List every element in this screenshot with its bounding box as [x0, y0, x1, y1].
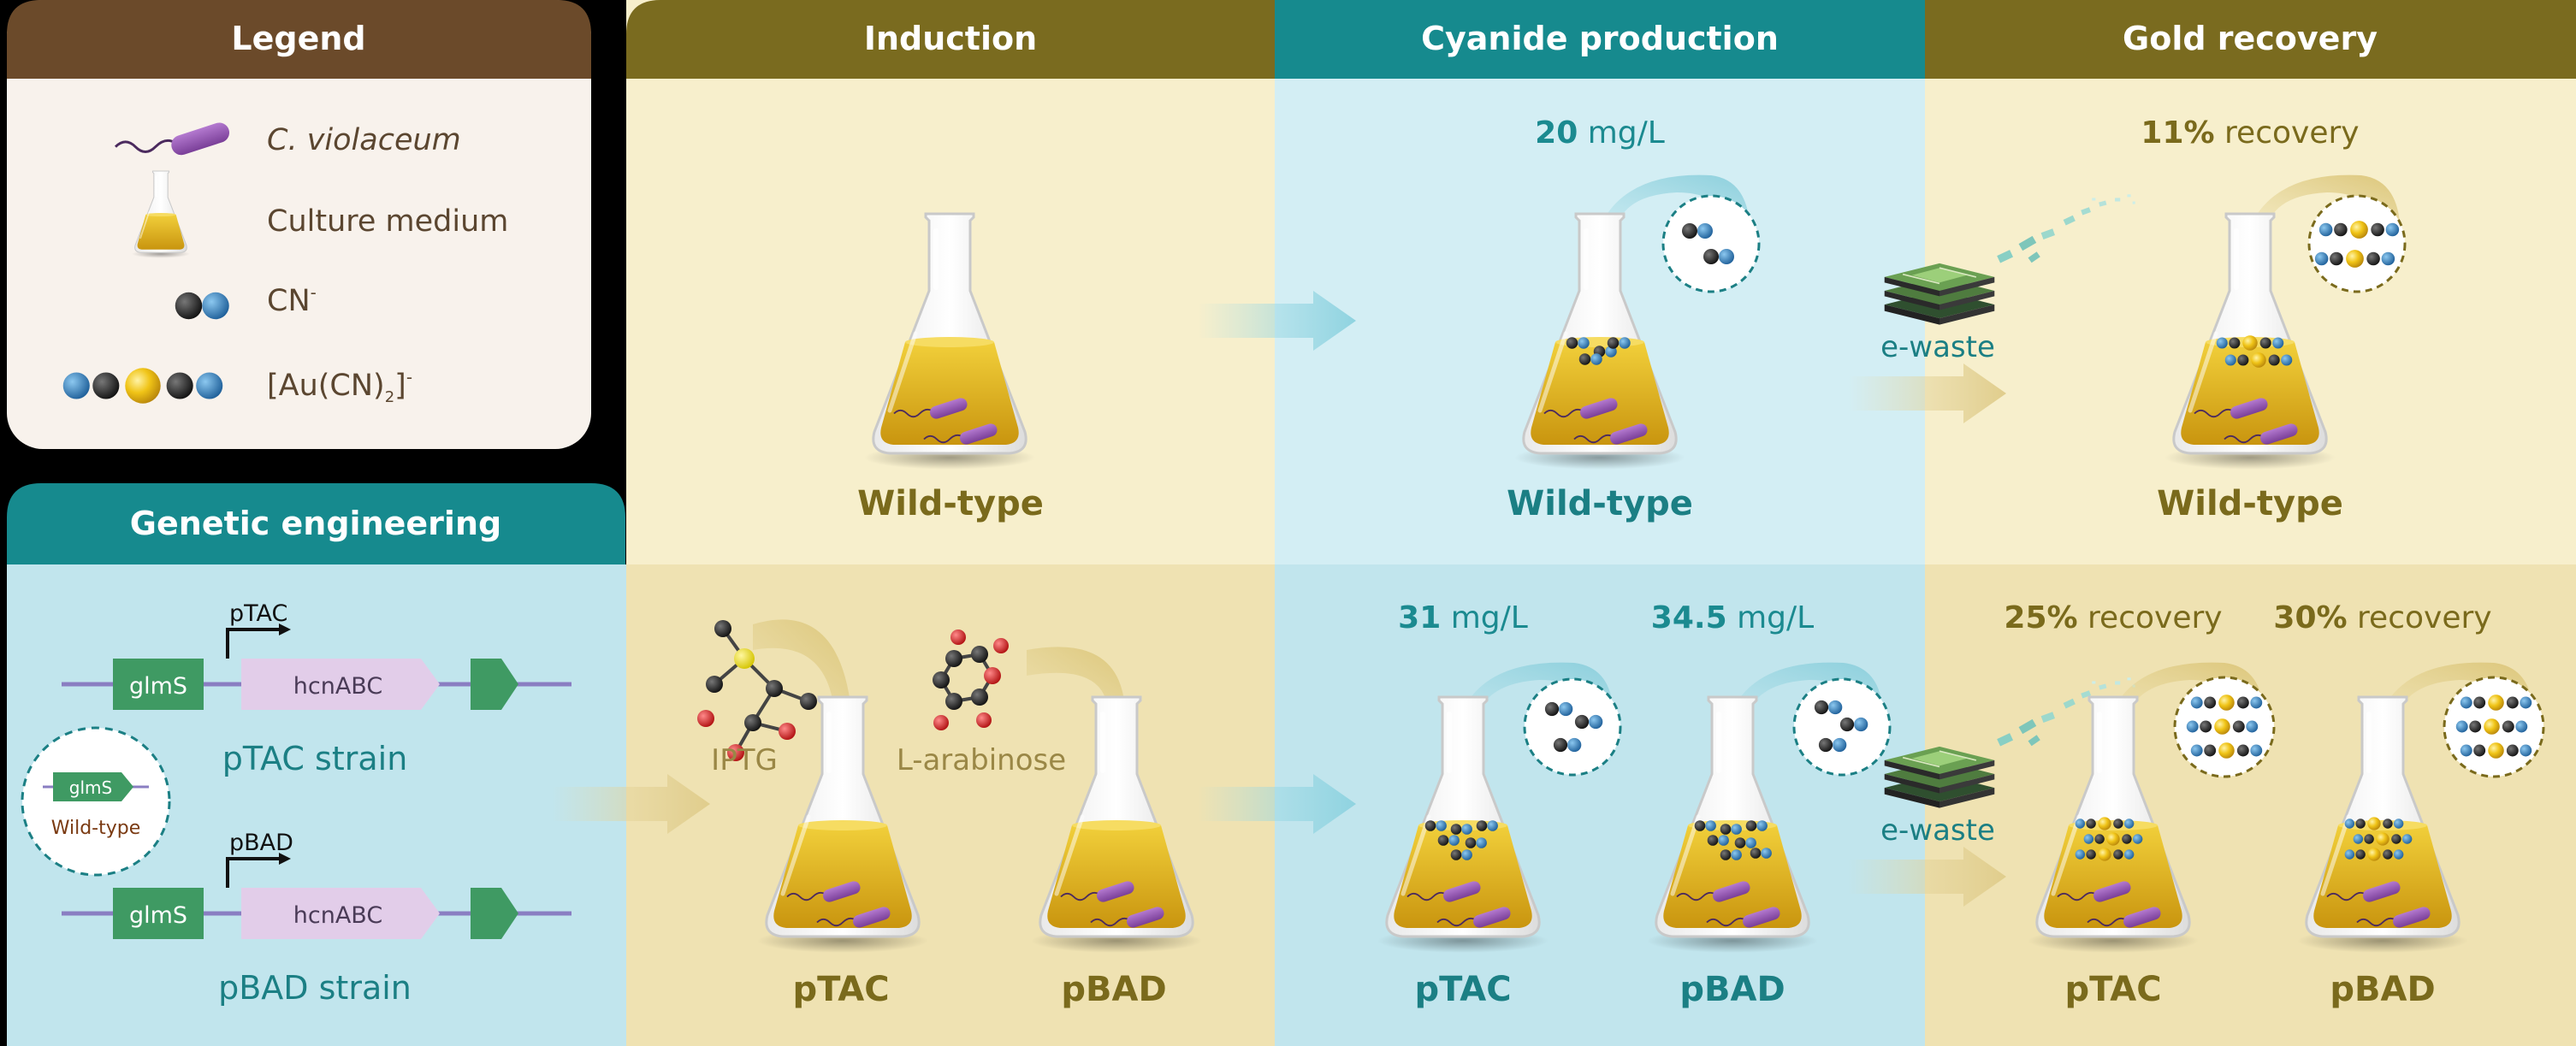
gold-pbad-label: pBAD	[2330, 970, 2435, 1009]
induction-ptac-label: pTAC	[792, 970, 889, 1009]
strain-pbad-label: pBAD strain	[218, 969, 412, 1007]
induction-header	[626, 0, 1275, 79]
induction-pbad-label: pBAD	[1061, 970, 1166, 1009]
genetic-title: Genetic engineering	[130, 505, 501, 542]
gene-hcnabc-pbad-label: hcnABC	[293, 902, 382, 929]
arrow-cyanide-to-gold-bottom	[1848, 847, 2006, 907]
legend-medium-label: Culture medium	[267, 204, 508, 239]
cyanide-wildtype-plume	[1600, 174, 1750, 227]
legend-bg	[7, 0, 591, 449]
strain-ptac-label: pTAC strain	[222, 740, 408, 777]
cyanide-ptac-zoom	[1523, 677, 1622, 777]
column-headers: Induction Cyanide production Gold recove…	[626, 0, 2576, 79]
induction-title: Induction	[864, 20, 1037, 57]
promoter-pbad-arrow	[226, 857, 279, 888]
legend-cn-label: CN-	[267, 282, 317, 318]
wildtype-inset-label: Wild-type	[51, 818, 141, 839]
promoter-pbad-label: pBAD	[229, 830, 293, 856]
wildtype-gene-label: glmS	[69, 777, 112, 798]
cyanide-pbad-label: pBAD	[1679, 970, 1785, 1009]
gold-wildtype-plume	[2250, 174, 2400, 227]
promoter-ptac-label: pTAC	[229, 600, 287, 627]
terminator-pbad	[471, 888, 518, 939]
gene-glms-pbad-label: glmS	[129, 902, 187, 929]
legend-title: Legend	[231, 20, 365, 57]
arrow-induction-to-cyanide-top	[1198, 291, 1356, 351]
gene-glms-pbad	[113, 888, 204, 939]
construct-ptac: glmS hcnABC pTAC pTAC strain	[62, 600, 571, 777]
terminator-ptac	[471, 659, 518, 710]
gold-wildtype-value: 11% recovery	[2141, 115, 2359, 151]
gold-wildtype-label: Wild-type	[2157, 484, 2343, 523]
arabinose-molecule-icon	[933, 629, 1009, 730]
gold-ptac-label: pTAC	[2064, 970, 2161, 1009]
gene-hcnabc-ptac	[241, 659, 440, 710]
promoter-ptac-arrow	[226, 628, 279, 659]
gold-title: Gold recovery	[2123, 20, 2378, 57]
gold-ptac-value: 25% recovery	[2004, 600, 2222, 635]
ewaste-label-top: e-waste	[1880, 330, 1995, 364]
gold-bottom-bg	[1925, 564, 2576, 1046]
gene-hcnabc-pbad	[241, 888, 440, 939]
cyanide-ptac-value: 31 mg/L	[1398, 600, 1528, 635]
induction-wildtype-label: Wild-type	[857, 484, 1044, 523]
gold-wildtype-zoom	[2307, 194, 2407, 293]
cyanide-wildtype-zoom	[1661, 194, 1761, 293]
gold-pbad-zoom	[2443, 676, 2545, 778]
gold-pbad-plume	[2383, 662, 2532, 710]
gene-glms-ptac	[113, 659, 204, 710]
legend-panel: Legend C. violaceum Culture medium CN- […	[7, 0, 591, 449]
inducer-iptg-label: IPTG	[711, 743, 778, 777]
gene-hcnabc-ptac-label: hcnABC	[293, 673, 382, 700]
cyanide-title: Cyanide production	[1421, 20, 1779, 57]
cyanide-pbad-value: 34.5 mg/L	[1651, 600, 1814, 635]
gene-glms-ptac-label: glmS	[129, 673, 187, 700]
legend-bacterium-label: C. violaceum	[267, 123, 461, 157]
iptg-molecule-icon	[697, 620, 817, 761]
inducer-arabinose-label: L-arabinose	[897, 743, 1066, 777]
gold-ptac-zoom	[2173, 676, 2276, 778]
cyanide-header	[1275, 0, 1925, 79]
gold-pbad-value: 30% recovery	[2273, 600, 2491, 635]
wildtype-inset: glmS Wild-type	[21, 726, 171, 877]
cyanide-pbad-zoom	[1792, 677, 1892, 777]
gold-header	[1925, 0, 2576, 79]
plume-arabinose	[1027, 647, 1125, 710]
cyanide-wildtype-value: 20 mg/L	[1535, 115, 1665, 151]
arrow-induction-to-cyanide-bottom	[1198, 774, 1356, 834]
genetic-header	[7, 483, 625, 564]
genetic-panel: Genetic engineering glmS hcnABC pTAC pTA…	[7, 483, 626, 1046]
plume-iptg	[753, 619, 851, 710]
legend-aucn-label: [Au(CN)2]-	[267, 367, 412, 406]
arrow-genetic-to-induction	[552, 774, 710, 834]
construct-pbad: glmS hcnABC pBAD pBAD strain	[62, 830, 571, 1007]
arrow-cyanide-to-gold-top	[1848, 363, 2006, 423]
cyanide-ptac-plume	[1463, 662, 1613, 710]
gold-ptac-plume	[2113, 662, 2263, 710]
legend-header	[7, 0, 591, 79]
ewaste-label-bottom: e-waste	[1880, 813, 1995, 848]
cyanide-ptac-label: pTAC	[1414, 970, 1511, 1009]
cyanide-bottom-bg	[1275, 564, 1925, 1046]
cyanide-wildtype-label: Wild-type	[1507, 484, 1693, 523]
transition-arrows	[552, 291, 2006, 907]
cyanide-pbad-plume	[1732, 662, 1882, 710]
